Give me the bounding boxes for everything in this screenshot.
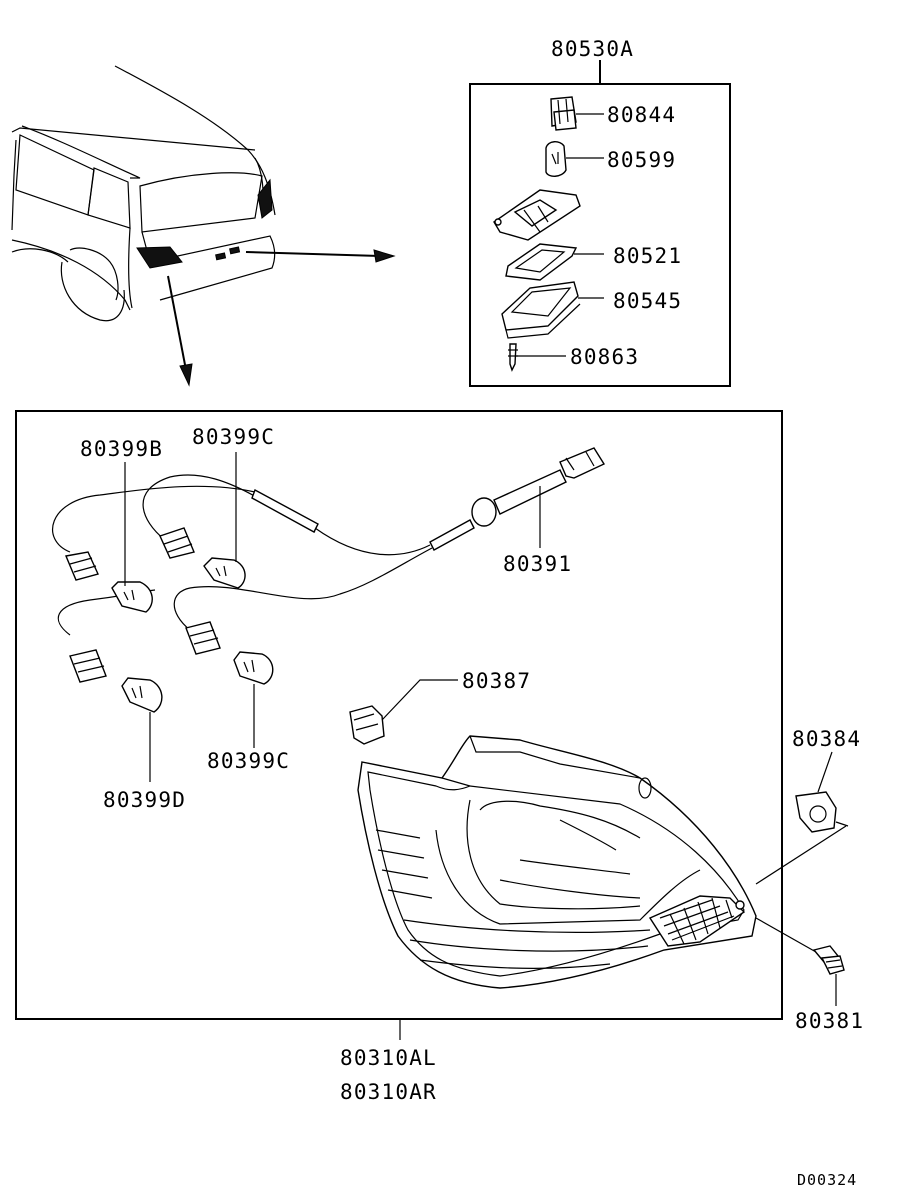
bracket-80384-part [755, 751, 849, 885]
clip-80387-part [349, 679, 458, 745]
wiring-harness-80391 [52, 447, 606, 636]
label-80384: 80384 [792, 727, 861, 751]
lamp-lens-part [493, 189, 581, 241]
bulb-80399c-lower [233, 651, 274, 685]
label-80530a: 80530A [551, 37, 634, 61]
label-80310ar: 80310AR [340, 1080, 437, 1104]
label-80387: 80387 [462, 669, 531, 693]
label-80844: 80844 [607, 103, 676, 127]
label-80399c-top: 80399C [192, 425, 275, 449]
label-80399b: 80399B [80, 437, 163, 461]
label-80599: 80599 [607, 148, 676, 172]
label-80310al: 80310AL [340, 1046, 437, 1070]
label-80545: 80545 [613, 289, 682, 313]
socket-80844-part [550, 96, 604, 131]
bulb-80599-part [545, 141, 604, 177]
bulb-80399b [111, 581, 153, 613]
socket-80399b-lower-left [69, 649, 107, 683]
label-80391: 80391 [503, 552, 572, 576]
license-lamp-box [469, 83, 731, 387]
diagram-code: D00324 [797, 1171, 857, 1187]
socket-80399b-upper-left [65, 551, 99, 581]
tail-lamp-lens-body [357, 735, 757, 989]
vehicle-rear-sketch [11, 65, 396, 387]
bulb-80399d [121, 677, 163, 713]
screw-80863-part [508, 343, 566, 372]
label-80381: 80381 [795, 1009, 864, 1033]
label-80399d: 80399D [103, 788, 186, 812]
bulb-80399c-upper [203, 557, 246, 589]
label-80863: 80863 [570, 345, 639, 369]
tail-lamp-assembly: 80391 [15, 410, 864, 1040]
screw-80381-part [755, 917, 845, 1006]
tail-lamp-box [15, 410, 783, 1020]
housing-80545-part [501, 281, 604, 339]
label-80521: 80521 [613, 244, 682, 268]
gasket-80521-part [505, 243, 604, 281]
label-80399c-bottom: 80399C [207, 749, 290, 773]
socket-80399b-upper-mid [159, 527, 195, 559]
license-lamp-assembly: 80530A 80844 80599 [469, 37, 731, 387]
socket-80399b-lower-mid [185, 621, 221, 655]
